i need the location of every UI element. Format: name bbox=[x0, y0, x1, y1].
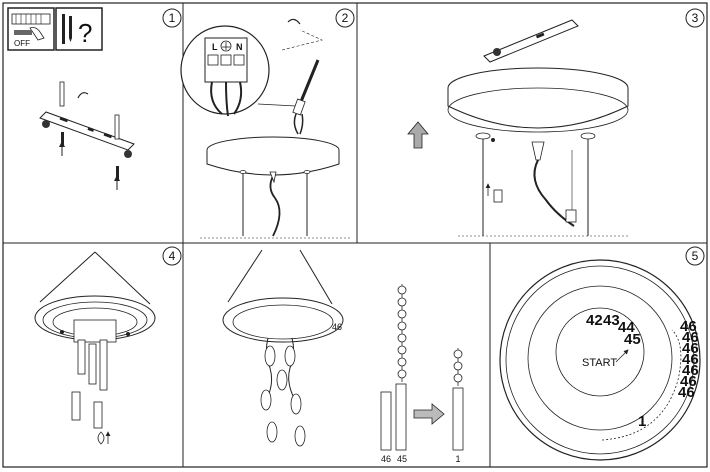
canopy-4b-outer bbox=[222, 297, 344, 343]
candle-bulb-6 bbox=[266, 421, 278, 443]
screwdriver-icon bbox=[62, 14, 65, 44]
candle-bulb-3 bbox=[276, 369, 288, 391]
lampholder-3 bbox=[99, 339, 108, 391]
up-arrow-icon bbox=[407, 121, 429, 149]
screw-left-icon bbox=[61, 132, 64, 146]
end-label-1: 1 bbox=[638, 413, 646, 430]
strand-label-45: 45 bbox=[397, 454, 407, 464]
strand-label-1: 1 bbox=[455, 454, 460, 464]
hand-tool-icon bbox=[287, 18, 301, 25]
mounted-bracket bbox=[483, 19, 579, 63]
cable-grip-icon bbox=[531, 141, 545, 161]
panel-2-wiring: L N bbox=[180, 18, 350, 239]
panel-4-bulbs bbox=[34, 251, 156, 445]
step-number-5-text: 5 bbox=[692, 249, 699, 263]
set-screw-right-icon bbox=[565, 209, 577, 223]
candle-bulb-4 bbox=[260, 389, 272, 411]
crystal-prism-46 bbox=[380, 391, 392, 451]
inner-ring bbox=[555, 307, 645, 397]
candle-bulb-1 bbox=[264, 345, 276, 367]
edge-label: 46 bbox=[682, 351, 699, 368]
bracket-screw-left-icon bbox=[42, 120, 50, 128]
lampholder-plate bbox=[73, 319, 117, 343]
candle-bulb-5 bbox=[290, 393, 302, 415]
wall-plug-right-icon bbox=[114, 114, 120, 140]
panel-1-mounting-bracket: OFF ? bbox=[7, 7, 135, 190]
screw-right-icon bbox=[116, 166, 119, 180]
step-number-2: 2 bbox=[335, 8, 355, 28]
step-number-1-text: 1 bbox=[169, 11, 176, 25]
start-arrow bbox=[615, 349, 629, 363]
crystal-prism-45 bbox=[395, 383, 407, 451]
canopy-3-side bbox=[447, 88, 629, 129]
panel-4b-crystals: 46 46 45 1 bbox=[222, 249, 464, 464]
edge-label: 46 bbox=[680, 318, 697, 335]
step-number-5: 5 bbox=[685, 246, 705, 266]
connector-block-icon bbox=[292, 98, 306, 116]
order-path bbox=[601, 329, 682, 441]
switch-off-label: OFF bbox=[14, 39, 30, 48]
step-number-4: 4 bbox=[162, 246, 182, 266]
outer-ring-inner bbox=[505, 265, 695, 455]
set-screw-left-icon bbox=[493, 189, 503, 203]
bracket-screw-icon bbox=[493, 48, 501, 56]
crystal-strand-long bbox=[397, 284, 407, 382]
hook-label-45: 45 bbox=[624, 331, 641, 348]
panel-5-crystal-order: 42 43 44 45 START 46 46 46 46 46 46 46 1 bbox=[499, 259, 701, 461]
lampholder-1 bbox=[77, 339, 86, 375]
middle-ring bbox=[527, 285, 673, 431]
hook-label-43: 43 bbox=[603, 312, 620, 329]
step-number-2-text: 2 bbox=[342, 11, 349, 25]
edge-label: 46 bbox=[678, 384, 695, 401]
switch-lever-icon bbox=[14, 30, 32, 35]
earth-icon bbox=[220, 40, 232, 52]
edge-label: 46 bbox=[682, 329, 699, 346]
wall-plug-left-icon bbox=[59, 81, 65, 107]
hand-switch-icon bbox=[29, 27, 45, 41]
terminal-label-live: L bbox=[212, 42, 218, 52]
candle-bulb-7 bbox=[294, 425, 306, 447]
drill-bit-icon bbox=[69, 16, 72, 42]
mounting-bar bbox=[39, 111, 135, 151]
hook-label-42: 42 bbox=[586, 312, 603, 329]
edge-label: 46 bbox=[682, 362, 699, 379]
crystal-strand-short bbox=[453, 348, 463, 386]
start-label: START bbox=[582, 357, 617, 369]
crystal-prism-1 bbox=[452, 387, 464, 451]
lampholder-2 bbox=[88, 343, 97, 385]
cable-icon bbox=[269, 175, 281, 237]
right-arrow-icon bbox=[413, 403, 445, 425]
step-number-4-text: 4 bbox=[169, 249, 176, 263]
step-number-1: 1 bbox=[162, 8, 182, 28]
edge-label: 46 bbox=[682, 340, 699, 357]
cable-3-icon bbox=[533, 159, 575, 227]
strand-label-46: 46 bbox=[381, 454, 391, 464]
bracket-screw-right-icon bbox=[124, 150, 132, 158]
question-mark: ? bbox=[78, 18, 92, 48]
step-number-3: 3 bbox=[685, 8, 705, 28]
drill-hand-icon bbox=[77, 92, 89, 99]
rosette-number-label: 46 bbox=[332, 322, 342, 332]
canopy-side bbox=[206, 150, 340, 176]
step-number-3-text: 3 bbox=[692, 11, 699, 25]
hook-label-44: 44 bbox=[618, 319, 635, 336]
bulb-icon bbox=[97, 431, 105, 445]
edge-label-stack: 46 46 46 46 46 46 46 bbox=[678, 318, 699, 401]
candle-bulb-2 bbox=[284, 345, 296, 367]
panel-3-attach-canopy bbox=[407, 19, 629, 237]
edge-label: 46 bbox=[680, 373, 697, 390]
terminal-label-neutral: N bbox=[236, 42, 243, 52]
screwdriver-icon-2 bbox=[298, 59, 320, 105]
